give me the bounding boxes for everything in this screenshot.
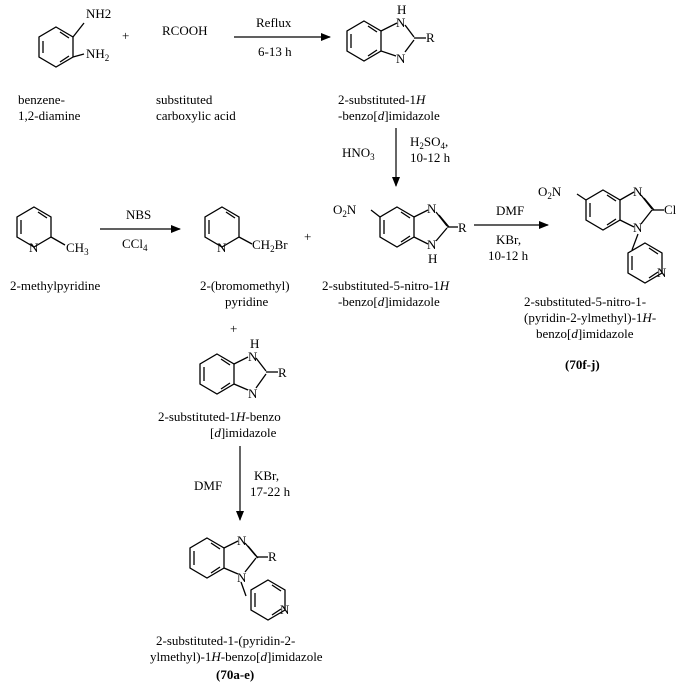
product-f-line3: benzo[d]imidazole [536,326,634,341]
bromomethyl-name-line1: 2-(bromomethyl) [200,278,290,293]
benzimidazole-top-line1: 2-substituted-1H [338,92,426,107]
product-f-line1: 2-substituted-5-nitro-1- [524,294,646,309]
condition-nbs: NBS [126,207,151,222]
svg-text:N: N [29,240,39,255]
svg-text:H: H [428,251,437,266]
diamine-name-line2: 1,2-diamine [18,108,81,123]
svg-text:N: N [248,349,258,364]
svg-text:N: N [396,15,406,30]
acid-formula: RCOOH [162,23,208,38]
svg-text:R: R [426,30,435,45]
product-f-line2: (pyridin-2-ylmethyl)-1H- [524,310,656,325]
amine-label-2: NH2 [86,46,109,63]
plus-sign-3: + [230,321,237,336]
svg-text:R: R [278,365,287,380]
nitro-benzimidazole-line1: 2-substituted-5-nitro-1H [322,278,450,293]
plus-sign-2: + [304,229,311,244]
benzimidazole-mid-line1: 2-substituted-1H-benzo [158,409,281,424]
condition-kbr-2: KBr, [254,468,279,483]
condition-dmf-1: DMF [496,203,524,218]
condition-kbr-1: KBr, [496,232,521,247]
condition-time-4: 10-12 h [488,248,529,263]
svg-text:N: N [396,51,406,66]
benzimidazole-mid-line2: [d]imidazole [210,425,277,440]
svg-text:N: N [280,602,290,617]
svg-text:CH2Br: CH2Br [252,237,288,254]
svg-text:R: R [268,549,277,564]
condition-hno3: HNO3 [342,145,375,162]
benzimidazole-mid-structure: H N N R [199,336,287,401]
condition-h2so4: H2SO4, [410,134,448,151]
svg-text:O2N: O2N [538,184,562,201]
benzimidazole-top-line2: -benzo[d]imidazole [338,108,440,123]
diamine-name-line1: benzene- [18,92,65,107]
svg-text:N: N [427,237,437,252]
condition-time-1: 6-13 h [258,44,292,59]
svg-text:Cl: Cl [664,202,677,217]
svg-text:H: H [250,336,259,351]
bromomethyl-name-line2: pyridine [225,294,269,309]
condition-reflux: Reflux [256,15,292,30]
svg-text:CH3: CH3 [66,240,89,257]
svg-text:N: N [217,240,227,255]
acid-name-line1: substituted [156,92,213,107]
svg-text:N: N [633,184,643,199]
plus-sign: + [122,28,129,43]
svg-text:N: N [657,265,667,280]
condition-time-5: 17-22 h [250,484,291,499]
svg-text:R: R [458,220,467,235]
product-70f-j-structure: O2N N N Cl N [538,184,677,284]
svg-text:H: H [397,2,406,17]
methylpyridine-name: 2-methylpyridine [10,278,100,293]
svg-text:N: N [248,386,258,401]
condition-time-2: 10-12 h [410,150,451,165]
product-f-code: (70f-j) [565,357,600,372]
condition-dmf-2: DMF [194,478,222,493]
methylpyridine-structure: N CH3 [16,206,89,257]
amine-label-1: NH2 [86,6,111,21]
product-70a-e-structure: N N R N [189,533,290,621]
svg-text:N: N [427,201,437,216]
condition-ccl4: CCl4 [122,236,148,253]
nitro-benzimidazole-structure: O2N N N H R [333,201,467,266]
svg-text:N: N [237,570,247,585]
benzimidazole-top-structure: H N N R [346,2,435,66]
acid-name-line2: carboxylic acid [156,108,236,123]
product-a-code: (70a-e) [216,667,254,682]
product-a-line2: ylmethyl)-1H-benzo[d]imidazole [150,649,323,664]
svg-text:O2N: O2N [333,202,357,219]
benzene-diamine-structure: NH2 NH2 [38,6,111,68]
svg-text:N: N [237,533,247,548]
svg-text:N: N [633,220,643,235]
bromomethylpyridine-structure: N CH2Br [204,206,288,255]
product-a-line1: 2-substituted-1-(pyridin-2- [156,633,295,648]
nitro-benzimidazole-line2: -benzo[d]imidazole [338,294,440,309]
